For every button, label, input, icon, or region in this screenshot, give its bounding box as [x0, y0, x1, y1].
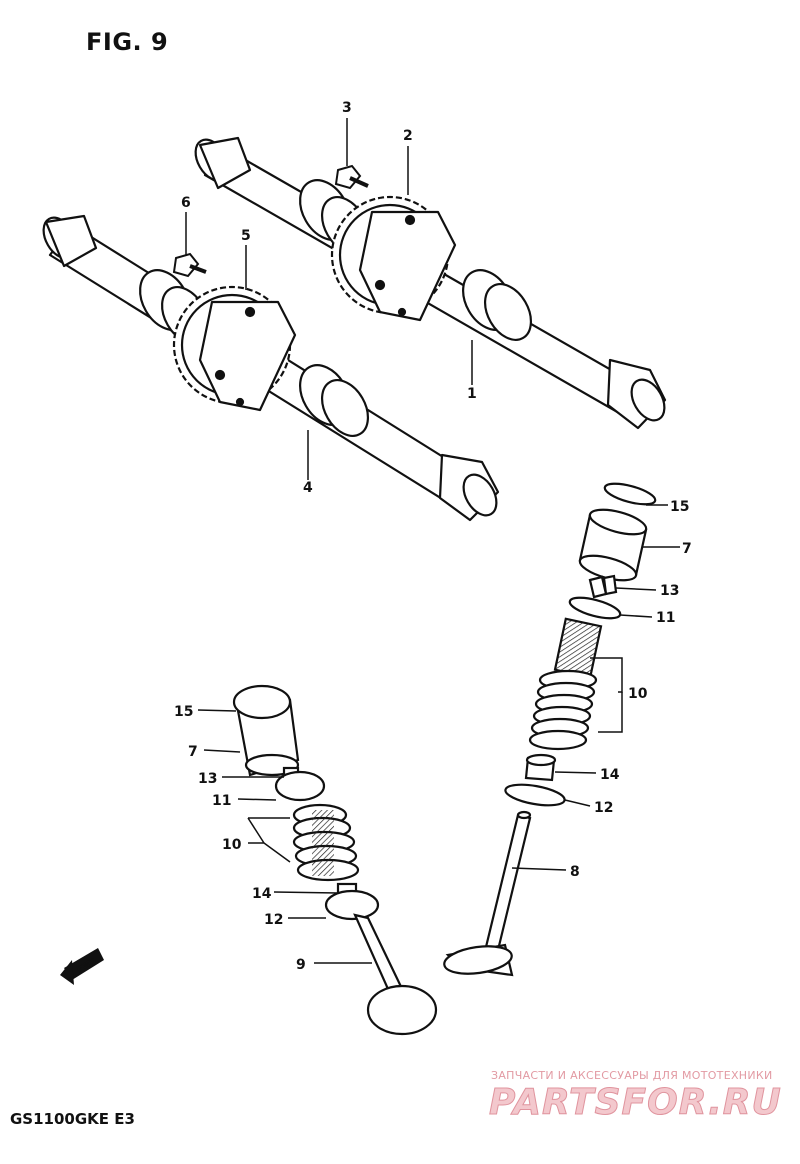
callout-right-8: 8 — [570, 864, 580, 880]
bolt-3 — [334, 164, 369, 190]
model-code: GS1100GKE E3 — [10, 1110, 135, 1128]
callout-right-12: 12 — [594, 800, 613, 816]
figure-title: FIG. 9 — [86, 28, 169, 56]
leader-lines — [185, 118, 680, 964]
watermark-logo: PARTSFOR.RU — [489, 1082, 782, 1124]
callout-6: 6 — [181, 195, 191, 211]
callout-3: 3 — [342, 100, 352, 116]
camshaft-4 — [42, 214, 500, 522]
camshaft-1 — [194, 136, 667, 430]
callout-left-15: 15 — [174, 704, 193, 720]
callout-right-7: 7 — [682, 541, 692, 557]
callout-left-13: 13 — [198, 771, 217, 787]
watermark-tagline: ЗАПЧАСТИ И АКСЕССУАРЫ ДЛЯ МОТОТЕХНИКИ — [491, 1069, 773, 1082]
right-outer-spring — [528, 669, 598, 751]
callout-left-12: 12 — [264, 912, 283, 928]
left-valve-assembly — [232, 684, 438, 1036]
callout-left-7: 7 — [188, 744, 198, 760]
callout-right-15: 15 — [670, 499, 689, 515]
cam-sprocket-5 — [172, 285, 297, 412]
callout-left-10: 10 — [222, 837, 242, 853]
callout-left-14: 14 — [252, 886, 272, 902]
callout-right-13: 13 — [660, 583, 679, 599]
callout-5: 5 — [241, 228, 251, 244]
callout-right-11: 11 — [656, 610, 675, 626]
callout-1: 1 — [467, 386, 477, 402]
forward-arrow-icon: FWD — [60, 948, 104, 985]
cam-sprocket-2 — [330, 195, 457, 322]
callout-left-9: 9 — [296, 957, 306, 973]
left-springs — [292, 803, 360, 882]
callout-2: 2 — [403, 128, 413, 144]
callout-right-10: 10 — [628, 686, 648, 702]
callout-right-14: 14 — [600, 767, 620, 783]
right-inner-spring — [553, 617, 603, 679]
callout-4: 4 — [303, 480, 313, 496]
callout-left-11: 11 — [212, 793, 231, 809]
bolt-6 — [172, 252, 207, 278]
right-valve-assembly — [443, 482, 657, 977]
